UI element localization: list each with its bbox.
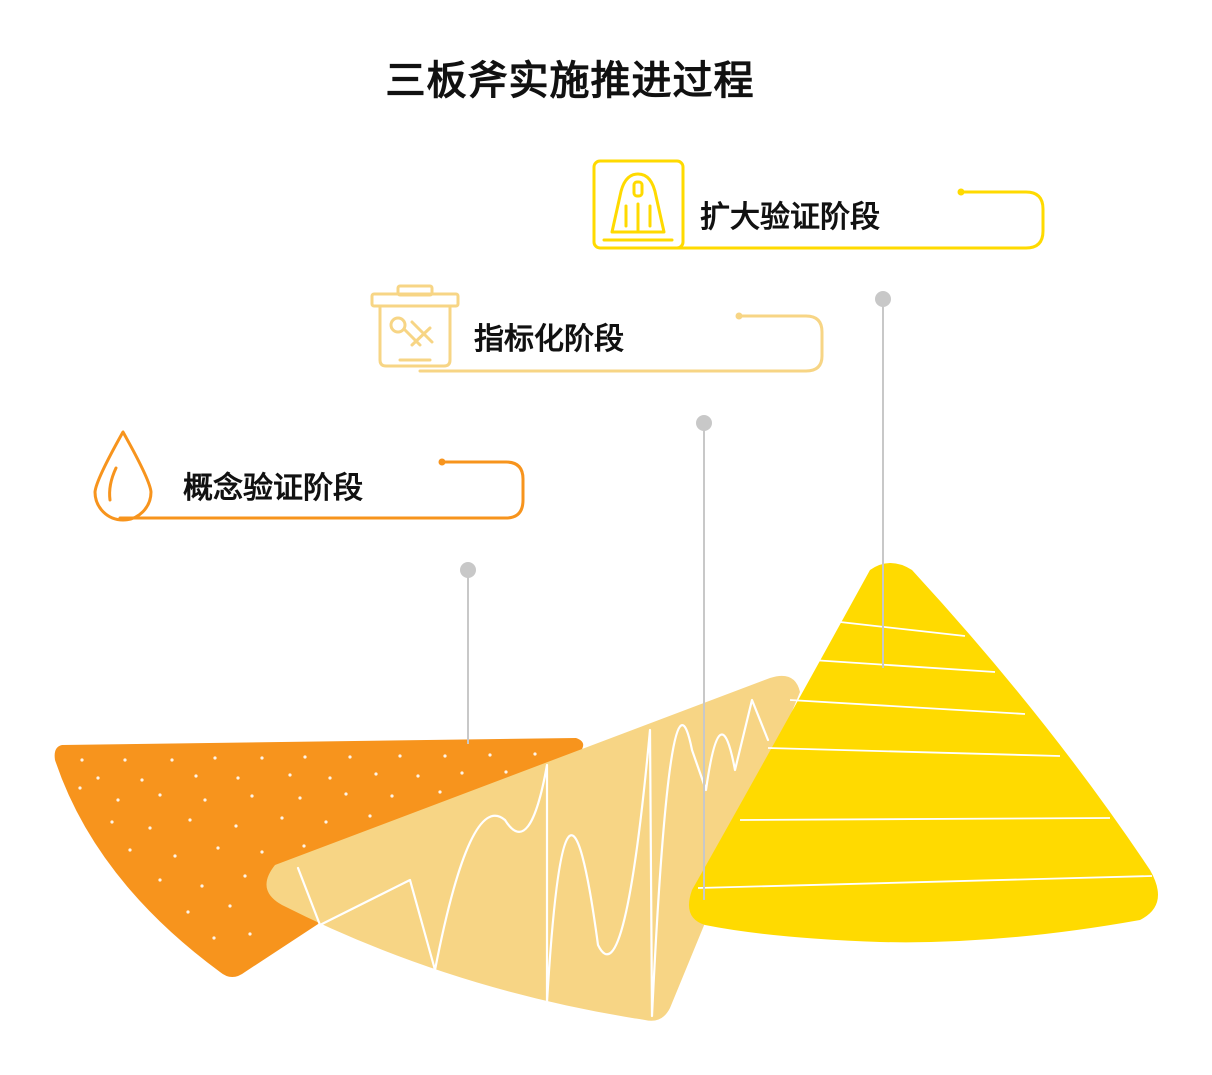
stage-3-label: 扩大验证阶段 (700, 200, 880, 235)
stage-1-label-frame (118, 458, 525, 520)
connector-stage-2 (696, 415, 712, 900)
bell-icon (592, 159, 685, 250)
stage-2-shape (266, 675, 800, 1021)
stage-1-label: 概念验证阶段 (183, 471, 363, 506)
stage-3-label-frame (638, 188, 1045, 250)
connector-stage-1 (460, 562, 476, 744)
page-title: 三板斧实施推进过程 (385, 58, 755, 104)
stage-3-shape (688, 563, 1158, 943)
water-drop-icon (93, 430, 153, 522)
stage-2-label-frame (418, 312, 824, 373)
stage-2-label: 指标化阶段 (474, 322, 624, 357)
connector-stage-3 (875, 291, 891, 668)
bucket-icon (370, 284, 460, 368)
